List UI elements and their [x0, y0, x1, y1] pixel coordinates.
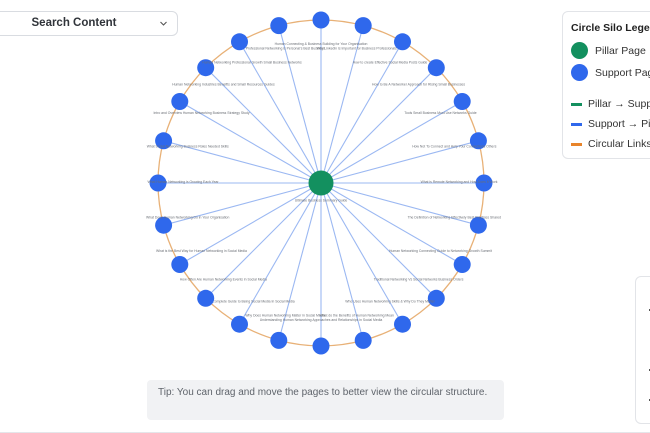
spoke-link — [320, 182, 437, 299]
support-node[interactable] — [155, 216, 173, 234]
support-node-label: Human Networking Industries Benefits and… — [172, 82, 275, 86]
support-node[interactable] — [312, 337, 330, 355]
legend-pillar-label: Pillar Page — [595, 44, 646, 57]
support-node-label: What do the Benefits of Human Networking… — [319, 313, 394, 317]
support-node-label: What Does Human Networking Do in Your Or… — [146, 216, 229, 220]
support-node[interactable] — [354, 17, 372, 35]
support-node[interactable] — [312, 11, 330, 29]
blue-line-icon — [571, 122, 582, 126]
spoke-links-layer — [158, 20, 484, 346]
support-node-label: Tools Small Business Must Use Networks G… — [404, 111, 476, 115]
support-node[interactable] — [270, 331, 288, 349]
support-node[interactable] — [453, 256, 471, 273]
tip-box: Tip: You can drag and move the pages to … — [147, 380, 504, 420]
support-node-label: The Definition of Networking Effectively… — [408, 216, 502, 220]
legend-support-to-pillar-label: Support → Pillar — [588, 118, 650, 130]
spoke-link — [320, 182, 463, 265]
spoke-link — [163, 182, 322, 226]
legend-item-circular-links: Circular Links — [571, 138, 650, 150]
spoke-link — [320, 67, 437, 184]
support-node[interactable] — [231, 33, 248, 51]
search-content-dropdown[interactable]: Search Content — [0, 11, 178, 36]
legend-item-pillar-to-support: Pillar → Support — [571, 98, 650, 110]
support-node-label: How to create Effective Social Media Pos… — [353, 61, 428, 65]
spoke-link — [320, 101, 463, 184]
support-node-label: Understanding Human Networking Approache… — [260, 318, 383, 322]
support-node[interactable] — [197, 289, 215, 307]
support-node[interactable] — [453, 93, 471, 110]
chevron-down-icon — [160, 21, 167, 26]
pillar-node-label: Ultimate Business Summary Guide — [295, 199, 348, 203]
pillar-node[interactable] — [308, 170, 334, 196]
legend-circular-links-label: Circular Links — [588, 138, 650, 150]
spoke-link — [320, 182, 479, 226]
spoke-link — [320, 182, 364, 341]
spoke-link — [205, 182, 322, 299]
support-node-label: Human Networking Connecting Guide to Net… — [389, 249, 492, 253]
orange-line-icon — [571, 142, 582, 146]
legend-item-support-to-pillar: Support → Pillar — [571, 118, 650, 130]
support-node-label: Professional Networking is Personal's Be… — [246, 47, 325, 51]
support-node-label: How Not To Connect and Help Your Connect… — [412, 144, 496, 148]
support-dot-icon — [571, 64, 588, 81]
support-node[interactable] — [394, 315, 411, 333]
support-node[interactable] — [394, 33, 411, 51]
spoke-link — [179, 182, 322, 265]
spoke-link — [278, 25, 322, 184]
support-node-label: A Complete Guide to Being Social Media I… — [209, 300, 294, 304]
support-node-label: Intro and Overview Human Networking Busi… — [153, 111, 249, 115]
support-node-label: How to Be A Networker Approach for Risin… — [372, 82, 465, 86]
support-node-label: Traditional Networking Vs Social Network… — [374, 278, 464, 282]
support-node-label: What Human Networking is Growing Each Ye… — [147, 180, 219, 184]
spoke-link — [278, 182, 322, 341]
legend-title: Circle Silo Legend — [571, 22, 650, 34]
support-node[interactable] — [149, 174, 167, 192]
support-node[interactable] — [427, 289, 445, 307]
legend-item-pillar: Pillar Page — [571, 42, 646, 59]
support-node[interactable] — [427, 59, 445, 77]
support-node[interactable] — [354, 331, 372, 349]
support-node[interactable] — [469, 216, 487, 234]
spoke-link — [205, 67, 322, 184]
legend-panel: Circle Silo Legend Pillar Page Support P… — [562, 11, 650, 159]
support-node-label: Human Networking Professional Growth Sma… — [202, 61, 302, 65]
spoke-link — [320, 25, 364, 184]
support-node-label: Why Linkedin Is Important for Business P… — [317, 47, 397, 51]
support-node[interactable] — [270, 17, 288, 35]
support-node[interactable] — [155, 132, 173, 150]
search-content-label: Search Content — [31, 17, 117, 29]
support-node[interactable] — [475, 174, 493, 192]
support-node-label: How Often Are Human Networking Events in… — [180, 278, 267, 282]
spoke-link — [320, 182, 403, 325]
pillar-dot-icon — [571, 42, 588, 59]
support-node[interactable] — [171, 93, 189, 110]
support-node-label: Who Uses Human Networking Skills & Why D… — [345, 300, 435, 304]
spoke-link — [320, 41, 403, 184]
support-node-label: What is the Best Way for Human Networkin… — [156, 249, 247, 253]
tip-text: Tip: You can drag and move the pages to … — [158, 387, 488, 398]
support-node-label: What Social Networking Business Roles Ne… — [147, 144, 229, 148]
spoke-link — [320, 140, 479, 184]
support-node[interactable] — [197, 59, 215, 77]
spoke-link — [239, 182, 322, 325]
nodes-layer: Human Connecting & Business Building for… — [146, 11, 502, 355]
support-node-label: Why Does Human Networking Matter in Soci… — [245, 313, 325, 317]
support-node[interactable] — [469, 132, 487, 150]
legend-support-label: Support Page — [595, 66, 650, 79]
support-node-label: Human Connecting & Business Building for… — [275, 42, 368, 46]
support-node-label: What is Remote Networking and How Does I… — [421, 180, 498, 184]
support-node[interactable] — [231, 315, 248, 333]
spoke-link — [179, 101, 322, 184]
spoke-link — [239, 41, 322, 184]
legend-pillar-to-support-label: Pillar → Support — [588, 98, 650, 110]
spoke-link — [163, 140, 322, 184]
green-line-icon — [571, 102, 582, 106]
legend-item-support: Support Page — [571, 64, 650, 81]
side-controls-panel — [635, 276, 650, 424]
support-node[interactable] — [171, 256, 189, 273]
